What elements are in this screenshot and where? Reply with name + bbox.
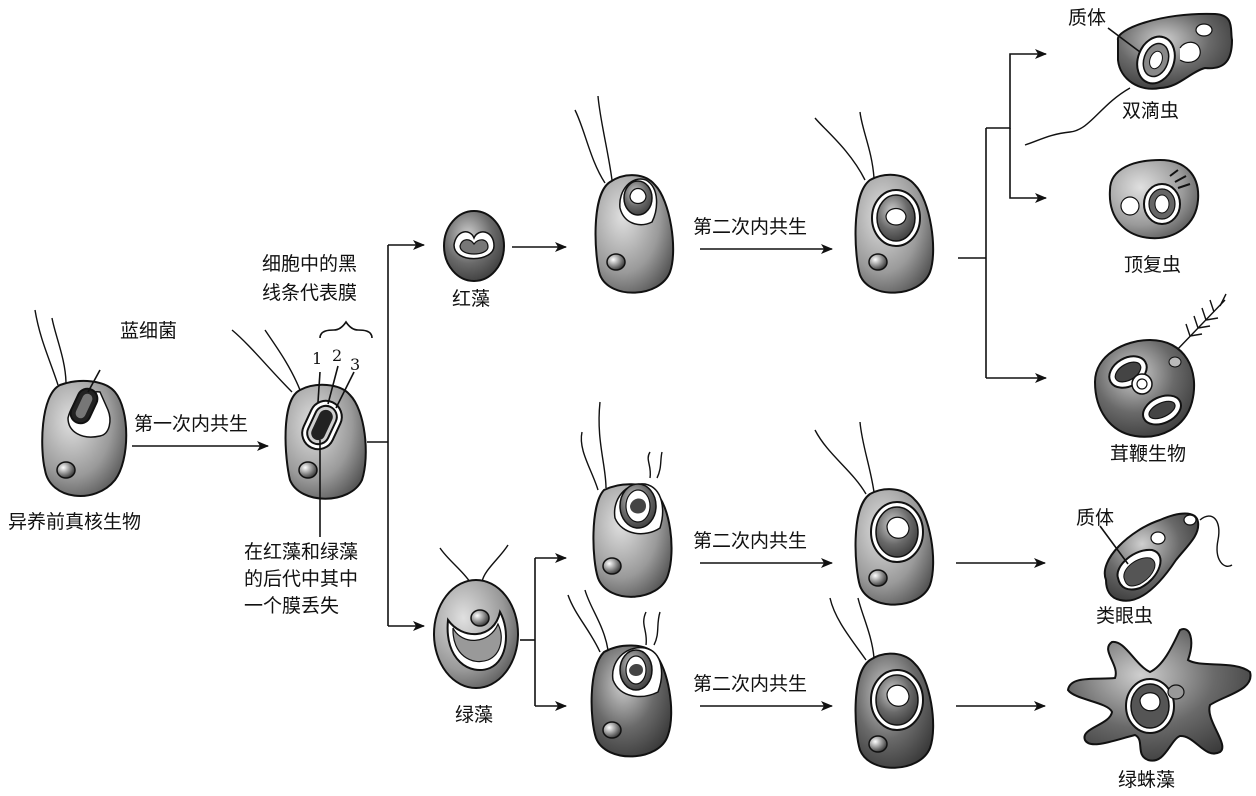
stramenopile-label: 茸鞭生物 [1110,443,1186,465]
green-alga-cell [433,544,519,689]
dinoflagellate-cell [1024,12,1234,146]
membrane-3-pointer [335,371,355,409]
membrane-2-pointer [327,365,339,405]
membrane-note-line-1: 细胞中的黑 [262,253,357,275]
loss-note-line-3: 一个膜丢失 [244,595,339,617]
loss-note-line-1: 在红藻和绿藻 [244,541,358,563]
membrane-number-1: 1 [312,349,322,368]
membrane-number-2: 2 [332,346,342,365]
red-alga-label: 红藻 [452,288,490,310]
primary-cell [231,329,367,500]
stramenopile-cell [1093,293,1227,438]
secondary-endosymbiosis-label-green-2: 第二次内共生 [693,673,807,695]
apicomplexan-label: 顶复虫 [1124,254,1181,276]
cyanobacterium-pointer [87,369,101,393]
arrow-to-dinoflagellate [986,49,1047,129]
plastid-label-dinoflagellate: 质体 [1068,7,1106,29]
membrane-1-pointer [317,371,321,403]
secondary-green-cell-upper [814,421,935,606]
secondary-green-cell-lower [829,597,935,769]
red-engulf-cell [574,95,675,294]
membrane-brace [319,320,373,339]
dinoflagellate-plastid-pointer [1107,27,1141,53]
first-endosymbiosis-label: 第一次内共生 [134,413,248,435]
chlorarachniophyte-cell [1066,628,1252,762]
membrane-note-line-2: 线条代表膜 [262,282,357,304]
host-label: 异养前真核生物 [8,511,141,533]
red-alga-cell [443,210,505,282]
loss-note: 在红藻和绿藻 的后代中其中 一个膜丢失 [244,541,364,617]
cyanobacterium-label: 蓝细菌 [120,320,177,342]
secondary-endosymbiosis-label-red: 第二次内共生 [693,216,807,238]
chlorarachniophyte-label: 绿蛛藻 [1118,769,1175,791]
euglenid-plastid-pointer [1099,525,1129,565]
euglenid-cell [1103,512,1233,602]
secondary-endosymbiosis-label-green-1: 第二次内共生 [693,530,807,552]
green-alga-label: 绿藻 [455,704,493,726]
arrow-to-apicomplexan [1009,128,1047,203]
secondary-red-cell [814,111,935,294]
membrane-note: 细胞中的黑 线条代表膜 [262,253,363,304]
green-engulf-cell-lower [567,589,673,758]
euglenid-label: 类眼虫 [1096,605,1153,627]
dinoflagellate-label: 双滴虫 [1122,100,1179,122]
host-cell [34,309,128,497]
membrane-number-3: 3 [350,355,360,374]
green-engulf-cell-upper [580,401,673,598]
plastid-label-euglenid: 质体 [1076,507,1114,529]
apicomplexan-cell [1108,158,1200,240]
loss-note-line-2: 的后代中其中 [244,568,358,590]
